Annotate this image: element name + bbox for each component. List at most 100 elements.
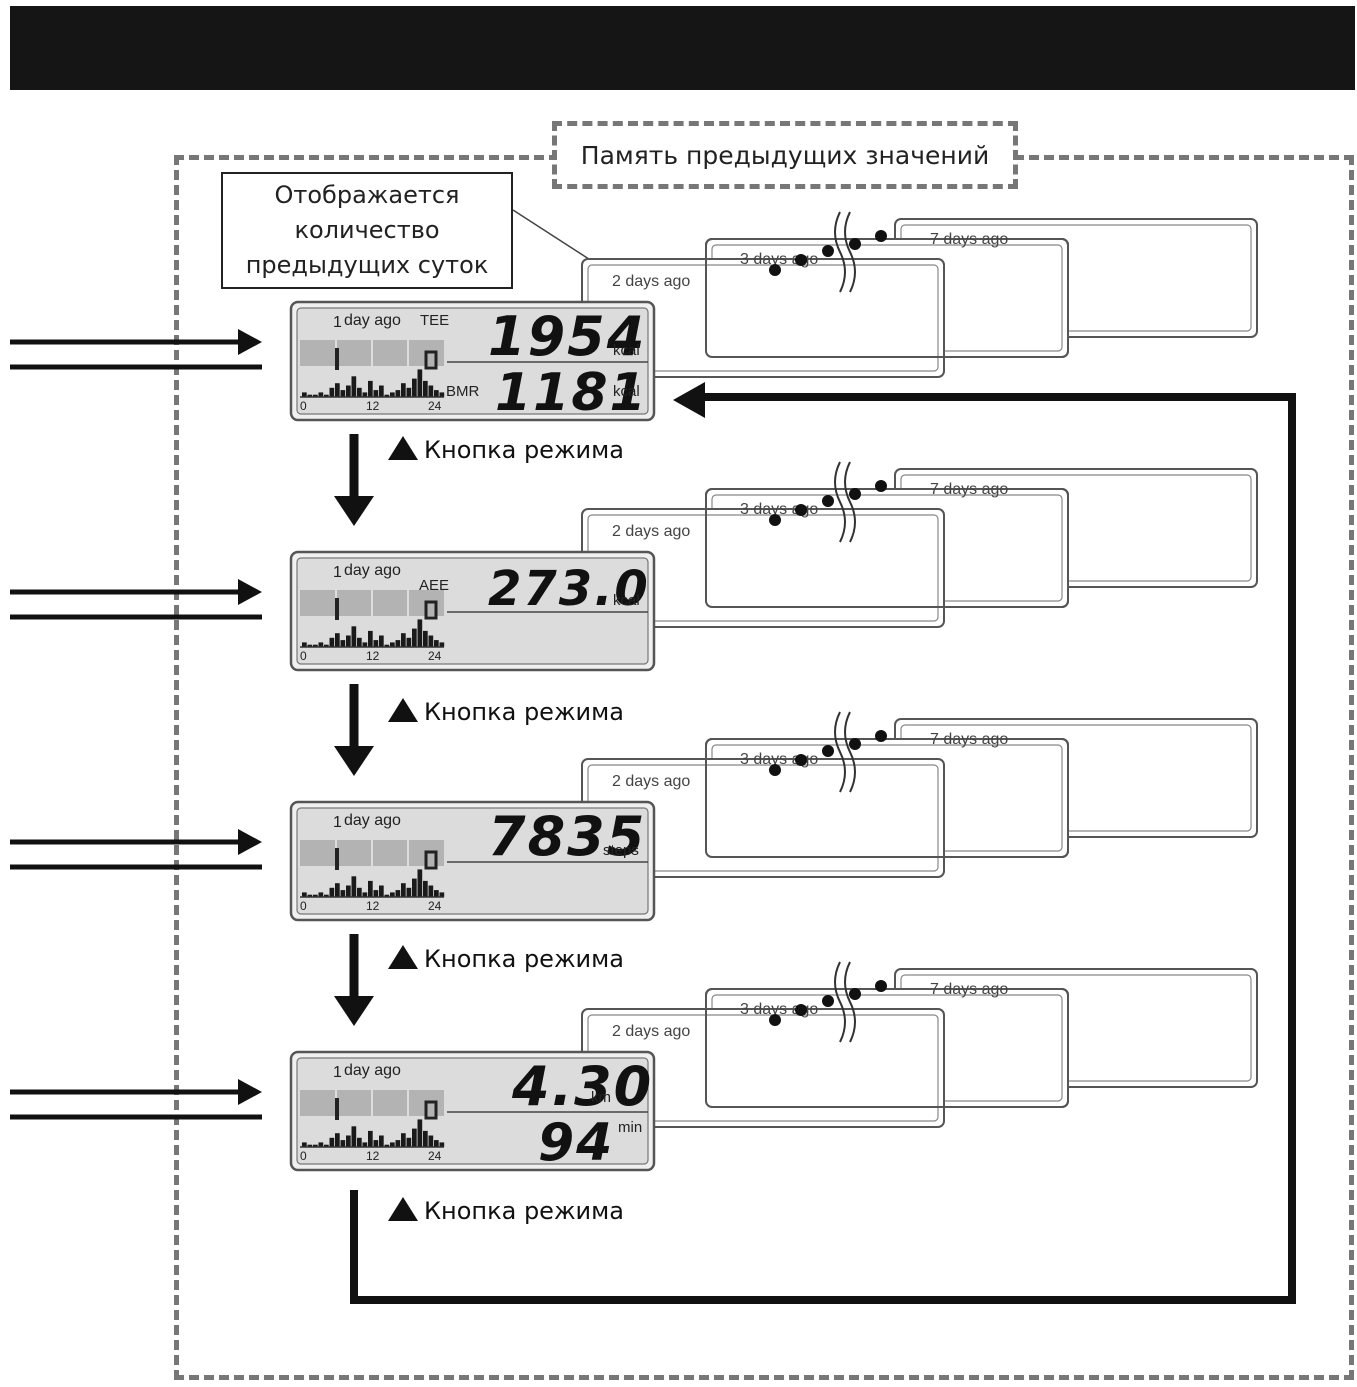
- histogram-bar: [406, 637, 412, 647]
- primary-unit: steps: [603, 842, 639, 859]
- histogram-bar: [329, 387, 335, 397]
- callout-box: Отображается количество предыдущих суток: [221, 172, 513, 289]
- histogram-bar: [395, 1140, 401, 1147]
- primary-value: 273.0: [488, 561, 650, 617]
- lcd-display: [296, 1057, 649, 1165]
- history-dot: [849, 988, 861, 1000]
- histogram-bar: [346, 385, 351, 397]
- histogram-bar: [340, 640, 346, 647]
- histogram-bar: [351, 876, 357, 897]
- history-card-3-outline: [705, 238, 1069, 358]
- header-bar: [10, 6, 1355, 90]
- histogram-bar: [318, 1142, 324, 1147]
- input-arrow-head: [238, 829, 262, 855]
- history-dot: [769, 514, 781, 526]
- histogram-bar: [313, 1144, 318, 1147]
- histogram-bar: [395, 640, 401, 647]
- mode-button-text: Кнопка режима: [424, 698, 624, 726]
- header-digit: 1: [333, 564, 342, 581]
- histogram-bar: [390, 1142, 395, 1147]
- history-dot: [769, 764, 781, 776]
- histogram-bar: [395, 890, 401, 897]
- header-text: day ago: [344, 1062, 401, 1079]
- histogram-bar: [379, 885, 384, 897]
- histogram-bar: [379, 635, 384, 647]
- input-arrow-head: [238, 1079, 262, 1105]
- histogram-bar: [340, 890, 346, 897]
- history-dot: [875, 480, 887, 492]
- histogram-bar: [373, 390, 379, 397]
- histogram-bar: [335, 1133, 340, 1147]
- histogram-bar: [351, 626, 357, 647]
- history-dot: [822, 745, 834, 757]
- histogram-bar: [384, 894, 390, 897]
- history-label-7-days: 7 days ago: [930, 731, 1008, 748]
- histogram-bar: [379, 385, 384, 397]
- histogram-bar: [384, 644, 390, 647]
- histogram-bar: [423, 1130, 428, 1147]
- histogram-bar: [434, 890, 439, 897]
- primary-value: 7835: [488, 805, 646, 868]
- tick-label: 24: [428, 899, 442, 913]
- histogram-bar: [384, 1144, 390, 1147]
- histogram-bar: [439, 892, 445, 897]
- break-squiggle: [844, 211, 856, 293]
- primary-unit: kcal: [613, 342, 640, 359]
- histogram-bar: [401, 883, 406, 897]
- graph-marker: [335, 598, 339, 620]
- tick-label: 12: [366, 399, 380, 413]
- graph-marker: [424, 1100, 438, 1120]
- secondary-value: 94: [538, 1113, 614, 1173]
- lcd-display: [296, 307, 649, 415]
- graph-marker: [424, 600, 438, 620]
- primary-unit: km: [591, 1089, 611, 1106]
- histogram-bar: [307, 644, 313, 647]
- history-label-7-days: 7 days ago: [930, 981, 1008, 998]
- histogram-bar: [390, 642, 395, 647]
- histogram-bar: [362, 892, 368, 897]
- mode-button-text: Кнопка режима: [424, 1197, 624, 1225]
- mode-button-text: Кнопка режима: [424, 436, 624, 464]
- histogram-bar: [329, 637, 335, 647]
- history-dot: [769, 264, 781, 276]
- history-dot: [849, 738, 861, 750]
- histogram-bar: [307, 394, 313, 397]
- break-squiggle: [834, 461, 846, 543]
- histogram-bar: [423, 630, 428, 647]
- input-arrow-head: [238, 329, 262, 355]
- primary-value: 1954: [488, 305, 646, 368]
- graph-marker: [335, 348, 339, 370]
- primary-value: 4.30: [511, 1055, 653, 1118]
- secondary-value: 1181: [495, 363, 648, 423]
- histogram-bar: [417, 619, 423, 647]
- header-text: day ago: [344, 562, 401, 579]
- tick-label: 0: [300, 1149, 307, 1163]
- histogram-bar: [401, 383, 406, 397]
- histogram-bar: [434, 640, 439, 647]
- history-card-3-outline: [705, 488, 1069, 608]
- tick-label: 0: [300, 899, 307, 913]
- tick-label: 24: [428, 649, 442, 663]
- memory-label: Память предыдущих значений: [552, 121, 1018, 189]
- histogram-bar: [362, 1142, 368, 1147]
- histogram-bar: [302, 892, 307, 897]
- histogram-bar: [368, 880, 373, 897]
- histogram-bar: [302, 1142, 307, 1147]
- histogram-bar: [439, 642, 445, 647]
- histogram-bar: [412, 1128, 417, 1147]
- history-dot: [795, 754, 807, 766]
- memory-label-text: Память предыдущих значений: [580, 140, 990, 170]
- history-dot: [875, 230, 887, 242]
- histogram-bar: [313, 644, 318, 647]
- histogram-bar: [307, 1144, 313, 1147]
- mode-label: AEE: [419, 577, 449, 594]
- histogram-bar: [351, 376, 357, 397]
- mode-label: TEE: [420, 312, 449, 329]
- histogram-bar: [401, 1133, 406, 1147]
- secondary-label: BMR: [446, 383, 480, 400]
- tick-label: 12: [366, 649, 380, 663]
- history-dot: [822, 245, 834, 257]
- histogram-bar: [434, 1140, 439, 1147]
